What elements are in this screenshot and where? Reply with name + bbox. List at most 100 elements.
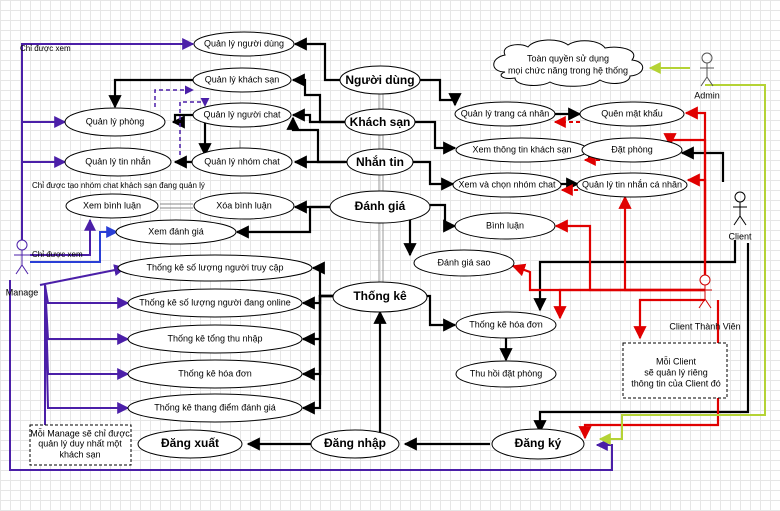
node-binh-luan[interactable]: Bình luận [454, 212, 556, 240]
node-ql-tin-nhan[interactable]: Quản lý tin nhắn [64, 147, 172, 177]
node-ql-phong[interactable]: Quản lý phòng [64, 107, 166, 137]
node-tk-thang-diem[interactable]: Thống kê thang điểm đánh giá [127, 393, 303, 423]
svg-text:Client Thành Viên: Client Thành Viên [669, 321, 740, 331]
svg-text:Mỗi Client: Mỗi Client [656, 356, 697, 366]
admin-stick-figure-icon [700, 52, 714, 87]
svg-text:Thống kê: Thống kê [353, 289, 407, 303]
svg-text:Đăng ký: Đăng ký [515, 436, 562, 450]
svg-text:Thu hồi đặt phòng: Thu hồi đặt phòng [470, 368, 543, 378]
node-quen-mat-khau[interactable]: Quên mật khẩu [579, 101, 685, 127]
svg-text:Admin: Admin [694, 90, 720, 100]
svg-text:Quản lý người dùng: Quản lý người dùng [204, 38, 284, 48]
svg-text:Thống kê tổng thu nhập: Thống kê tổng thu nhập [167, 333, 262, 343]
svg-text:Manage: Manage [6, 287, 39, 297]
svg-text:Đánh giá sao: Đánh giá sao [437, 257, 490, 267]
node-tk-thu-nhap[interactable]: Thống kê tổng thu nhập [127, 324, 303, 354]
red-dashed-connectors [553, 116, 600, 196]
node-ql-trang-ca-nhan[interactable]: Quản lý trang cá nhân [454, 101, 556, 127]
manage-note: Mỗi Manage sẽ chỉ được quản lý duy nhất … [29, 424, 132, 466]
svg-text:khách sạn: khách sạn [59, 449, 100, 459]
svg-text:Quản lý khách sạn: Quản lý khách sạn [205, 74, 280, 84]
svg-text:Thống kê hóa đơn: Thống kê hóa đơn [178, 368, 251, 378]
node-thu-hoi[interactable]: Thu hồi đặt phòng [455, 360, 557, 388]
svg-text:quản lý duy nhất một: quản lý duy nhất một [38, 438, 122, 448]
node-xoa-binh-luan[interactable]: Xóa bình luận [193, 192, 295, 220]
cloud-admin-note: Toàn quyền sử dụng mọi chức năng trong h… [493, 39, 644, 87]
svg-text:Xóa bình luận: Xóa bình luận [216, 200, 272, 210]
node-dang-xuat[interactable]: Đăng xuất [137, 429, 243, 459]
svg-text:Người dùng: Người dùng [345, 73, 414, 87]
node-xem-chon-nhom[interactable]: Xem và chọn nhóm chat [452, 172, 562, 198]
node-danh-gia[interactable]: Đánh giá [329, 190, 431, 224]
label-chi-duoc-xem-2: Chỉ được xem [32, 250, 83, 259]
grey-connectors [160, 203, 193, 209]
svg-text:Quản lý tin nhắn: Quản lý tin nhắn [85, 156, 151, 166]
node-ql-khach-san[interactable]: Quản lý khách sạn [192, 67, 292, 93]
svg-text:thông tin của Client đó: thông tin của Client đó [631, 378, 721, 388]
svg-text:Thống kê số lượng người truy c: Thống kê số lượng người truy cập [147, 262, 284, 272]
svg-text:Khách sạn: Khách sạn [350, 115, 411, 129]
svg-text:Xem đánh giá: Xem đánh giá [148, 226, 204, 236]
svg-text:Client: Client [728, 231, 752, 241]
node-xem-binh-luan[interactable]: Xem bình luận [65, 193, 159, 219]
svg-text:Quản lý nhóm chat: Quản lý nhóm chat [204, 156, 280, 166]
svg-text:Nhắn tin: Nhắn tin [356, 154, 404, 169]
svg-text:Thống kê thang điểm đánh giá: Thống kê thang điểm đánh giá [154, 402, 276, 412]
node-xem-danh-gia[interactable]: Xem đánh giá [115, 219, 237, 245]
actor-client: Client [728, 191, 752, 241]
client-stick-figure-icon [733, 191, 747, 226]
black-connectors [108, 37, 750, 451]
svg-text:Mỗi Manage sẽ chỉ được: Mỗi Manage sẽ chỉ được [30, 428, 130, 438]
node-tk-online[interactable]: Thống kê số lượng người đang online [127, 288, 303, 318]
use-case-nodes: Người dùng Khách sạn Nhắn tin Đánh giá T… [64, 31, 688, 460]
blue-connectors [30, 226, 119, 263]
svg-text:Quản lý phòng: Quản lý phòng [86, 116, 145, 126]
svg-text:sẽ quản lý riêng: sẽ quản lý riêng [644, 367, 708, 377]
svg-text:Quản lý người chat: Quản lý người chat [204, 109, 281, 119]
svg-text:Xem thông tin khách sạn: Xem thông tin khách sạn [472, 144, 571, 154]
purple-dashed-connectors [154, 85, 210, 155]
node-ql-tn-ca-nhan[interactable]: Quản lý tin nhắn cá nhân [576, 172, 688, 198]
svg-text:Xem bình luận: Xem bình luận [83, 200, 141, 210]
lime-connectors [598, 62, 766, 445]
actor-manage: Manage [6, 239, 39, 297]
client-note: Mỗi Client sẽ quản lý riêng thông tin củ… [622, 342, 728, 399]
node-ql-nguoi-chat[interactable]: Quản lý người chat [192, 102, 292, 128]
actor-client-thanh-vien: Client Thành Viên [669, 274, 741, 331]
svg-text:Thống kê số lượng người đang o: Thống kê số lượng người đang online [139, 297, 290, 307]
svg-text:Đăng nhập: Đăng nhập [324, 436, 386, 450]
svg-text:Bình luận: Bình luận [486, 220, 524, 230]
label-chi-duoc-xem-top: Chỉ được xem [20, 44, 71, 53]
node-dang-nhap[interactable]: Đăng nhập [310, 429, 400, 459]
svg-text:Quản lý tin nhắn cá nhân: Quản lý tin nhắn cá nhân [582, 179, 682, 189]
client-tv-stick-figure-icon [698, 274, 712, 309]
label-chi-duoc-tao: Chỉ được tạo nhóm chat khách sạn đang qu… [32, 181, 205, 190]
node-ql-nguoi-dung[interactable]: Quản lý người dùng [193, 31, 295, 57]
svg-text:Toàn quyền sử dụng: Toàn quyền sử dụng [527, 53, 609, 63]
svg-text:Quản lý trang cá nhân: Quản lý trang cá nhân [461, 108, 550, 118]
node-nhan-tin[interactable]: Nhắn tin [346, 148, 414, 176]
node-khach-san[interactable]: Khách sạn [344, 108, 416, 136]
svg-text:Quên mật khẩu: Quên mật khẩu [601, 108, 663, 118]
svg-text:Thống kê hóa đơn: Thống kê hóa đơn [469, 319, 542, 329]
node-dang-ky[interactable]: Đăng ký [491, 428, 585, 460]
node-ql-nhom-chat[interactable]: Quản lý nhóm chat [191, 147, 293, 177]
node-danh-gia-sao[interactable]: Đánh giá sao [413, 249, 515, 277]
svg-text:Đăng xuất: Đăng xuất [161, 436, 219, 450]
node-tk-hoa-don[interactable]: Thống kê hóa đơn [127, 359, 303, 389]
manage-stick-figure-icon [14, 239, 30, 275]
purple-connectors [9, 38, 613, 471]
svg-text:Xem và chọn nhóm chat: Xem và chọn nhóm chat [458, 179, 556, 189]
node-xem-tt-ks[interactable]: Xem thông tin khách sạn [455, 137, 589, 163]
svg-text:mọi chức năng trong hệ thống: mọi chức năng trong hệ thống [508, 65, 628, 75]
svg-text:Đặt phòng: Đặt phòng [611, 144, 653, 154]
node-nguoi-dung[interactable]: Người dùng [339, 65, 421, 95]
node-tk-hoa-don-client[interactable]: Thống kê hóa đơn [455, 311, 557, 339]
svg-text:Đánh giá: Đánh giá [355, 199, 406, 213]
node-tk-truy-cap[interactable]: Thống kê số lượng người truy cập [117, 254, 313, 282]
node-dat-phong[interactable]: Đặt phòng [581, 137, 683, 163]
node-thong-ke[interactable]: Thống kê [332, 281, 428, 313]
actor-admin: Admin [694, 52, 720, 100]
